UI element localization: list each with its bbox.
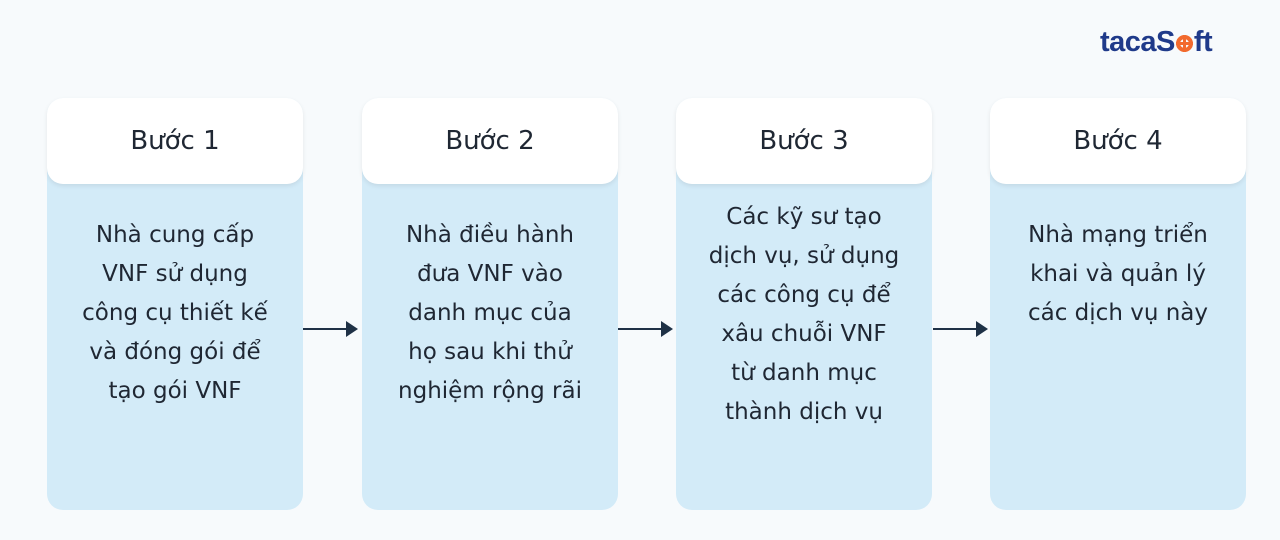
step-line: tạo gói VNF: [108, 378, 242, 404]
logo-gear-icon: [1175, 35, 1193, 52]
step-line: danh mục của: [408, 300, 572, 326]
logo-text-part3: ft: [1193, 26, 1213, 58]
step-title: Bước 1: [47, 98, 303, 184]
step-line: xâu chuỗi VNF: [721, 321, 887, 347]
step-line: từ danh mục: [731, 360, 877, 386]
step-line: dịch vụ, sử dụng: [708, 243, 900, 269]
step-line: thành dịch vụ: [725, 399, 883, 425]
arrow-1-to-2: [303, 321, 358, 337]
logo-text-part2: S: [1156, 26, 1175, 58]
step-line: VNF sử dụng: [102, 261, 248, 287]
step-line: công cụ thiết kế: [82, 300, 268, 326]
step-line: nghiệm rộng rãi: [398, 378, 582, 404]
step-card-4: Bước 4 Nhà mạng triển khai và quản lý cá…: [990, 98, 1246, 510]
step-description: Nhà mạng triển khai và quản lý các dịch …: [1006, 216, 1230, 333]
arrow-2-to-3: [618, 321, 673, 337]
step-description: Nhà cung cấp VNF sử dụng công cụ thiết k…: [63, 216, 287, 411]
step-title: Bước 2: [362, 98, 618, 184]
step-line: Nhà mạng triển: [1028, 222, 1208, 248]
step-card-3: Bước 3 Các kỹ sư tạo dịch vụ, sử dụng cá…: [676, 98, 932, 510]
step-card-1: Bước 1 Nhà cung cấp VNF sử dụng công cụ …: [47, 98, 303, 510]
logo-text-part1: taca: [1100, 26, 1157, 58]
step-line: các công cụ để: [717, 282, 891, 308]
step-description: Các kỹ sư tạo dịch vụ, sử dụng các công …: [692, 198, 916, 432]
step-description: Nhà điều hành đưa VNF vào danh mục của h…: [378, 216, 602, 411]
step-line: Nhà điều hành: [405, 222, 575, 248]
step-line: các dịch vụ này: [1027, 300, 1208, 326]
step-line: và đóng gói để: [89, 339, 261, 365]
step-title: Bước 3: [676, 98, 932, 184]
step-line: Nhà cung cấp: [95, 222, 255, 248]
step-line: Các kỹ sư tạo: [726, 204, 882, 230]
step-card-2: Bước 2 Nhà điều hành đưa VNF vào danh mụ…: [362, 98, 618, 510]
step-line: họ sau khi thử: [408, 339, 572, 365]
arrow-3-to-4: [933, 321, 988, 337]
step-line: đưa VNF vào: [417, 261, 563, 287]
step-title: Bước 4: [990, 98, 1246, 184]
step-line: khai và quản lý: [1030, 261, 1206, 287]
